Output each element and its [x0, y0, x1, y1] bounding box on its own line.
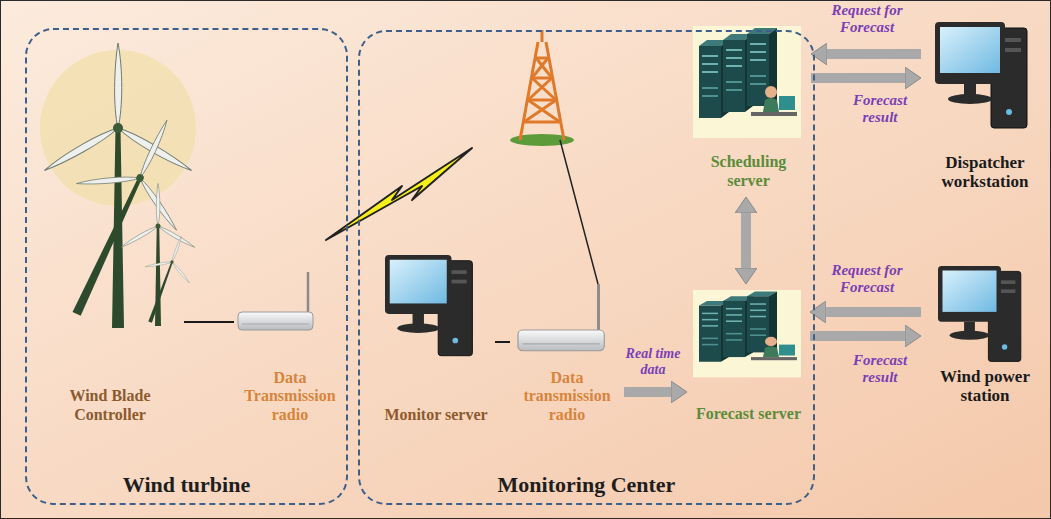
node-label: Data Transmission radio — [239, 369, 341, 424]
node-label: Dispatcher workstation — [926, 153, 1044, 192]
server-computer: Monitor server — [380, 250, 492, 428]
edge-label: Request for Forecast — [812, 262, 922, 297]
node-label: Wind Blade Controller — [41, 387, 179, 424]
block-arrow — [811, 73, 905, 83]
block-arrow — [826, 307, 921, 317]
link-line — [184, 321, 234, 323]
node-label: Monitor server — [384, 406, 487, 424]
block-arrow — [827, 49, 921, 59]
block-arrow — [810, 331, 905, 341]
workstation: Wind power station — [924, 262, 1046, 410]
link-line — [495, 341, 510, 343]
edge-label: Real time data — [619, 346, 687, 378]
node-label: Data transmission radio — [515, 369, 619, 424]
block-arrow — [741, 213, 751, 268]
server-node: Scheduling server — [689, 22, 808, 194]
group-title: Monitoring Center — [498, 472, 676, 497]
block-arrow — [624, 387, 671, 397]
edge-label: Forecast result — [840, 352, 920, 387]
radio-unit: Data Transmission radio — [237, 270, 343, 428]
group-region: Monitoring Center Monitor server Data tran… — [358, 30, 815, 505]
edge-label: Request for Forecast — [812, 2, 922, 37]
node-label: Wind power station — [926, 367, 1044, 406]
node-label: Forecast server — [696, 405, 801, 423]
node-label: Scheduling server — [691, 153, 806, 190]
turbine-controller: Wind Blade Controller — [39, 64, 181, 428]
group-region: Wind turbine Wind Blade Controller Data Tr… — [25, 28, 348, 505]
server-node: Forecast server — [690, 287, 807, 427]
workstation: Dispatcher workstation — [924, 16, 1046, 196]
group-title: Wind turbine — [123, 472, 250, 497]
edge-label: Forecast result — [840, 92, 920, 127]
radio-unit: Data transmission radio — [513, 284, 621, 428]
